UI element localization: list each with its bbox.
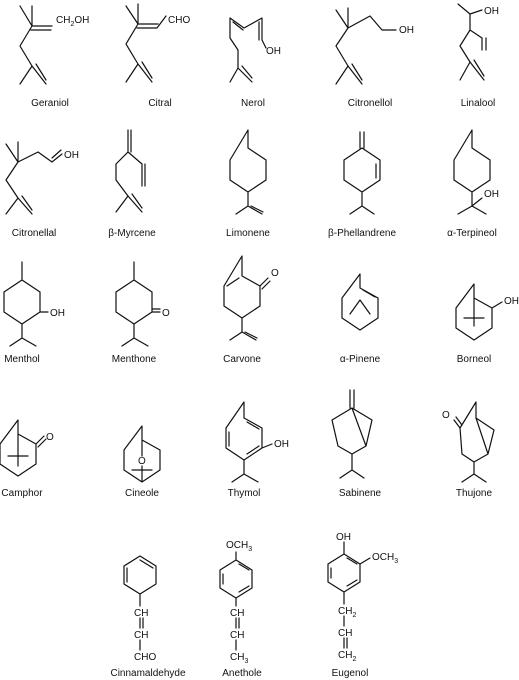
myrcene-skeleton <box>115 129 146 213</box>
linalool-group-oh: OH <box>484 6 499 17</box>
compound-menthol: OH Menthol <box>3 261 65 365</box>
compound-name-anethole: Anethole <box>222 668 262 679</box>
compound-cineole: O Cineole <box>123 425 161 499</box>
compound-citral: CHO Citral <box>125 3 190 109</box>
compound-pinene: α-Pinene <box>340 273 381 365</box>
compound-name-camphor: Camphor <box>1 488 43 499</box>
eugenol-group-ch2-2: CH2 <box>338 650 356 663</box>
eugenol-group-och3: OCH3 <box>372 552 398 565</box>
cineole-group-o: O <box>138 456 146 467</box>
anethole-group-och3: OCH3 <box>226 540 252 553</box>
eugenol-group-oh: OH <box>336 532 351 543</box>
cinnamaldehyde-group-ch-2: CH <box>134 630 148 641</box>
compound-name-eugenol: Eugenol <box>332 668 369 679</box>
citral-skeleton <box>125 3 167 83</box>
terpineol-skeleton <box>453 129 491 215</box>
compound-name-myrcene: β-Myrcene <box>108 228 156 239</box>
nerol-skeleton <box>229 17 267 83</box>
compound-thujone: O Thujone <box>442 401 495 499</box>
pinene-skeleton <box>341 273 379 331</box>
compound-eugenol: OH OCH3 CH2 CH CH2 Eugenol <box>327 532 398 679</box>
compound-name-nerol: Nerol <box>241 98 265 109</box>
eugenol-skeleton <box>327 541 371 649</box>
cineole-skeleton <box>123 425 161 483</box>
compound-name-terpineol: α-Terpineol <box>447 228 497 239</box>
menthone-group-o: O <box>162 308 170 319</box>
compound-name-limonene: Limonene <box>226 228 270 239</box>
borneol-group-oh: OH <box>504 296 519 307</box>
compound-menthone: O Menthone <box>112 261 170 365</box>
compound-nerol: OH Nerol <box>229 17 281 109</box>
borneol-skeleton <box>455 283 503 341</box>
compound-name-citronellal: Citronellal <box>12 228 56 239</box>
citral-group-cho: CHO <box>168 15 190 26</box>
menthol-group-oh: OH <box>50 308 65 319</box>
eugenol-group-ch: CH <box>338 628 352 639</box>
linalool-skeleton <box>457 3 487 81</box>
thujone-skeleton <box>453 401 495 483</box>
compound-name-menthone: Menthone <box>112 354 157 365</box>
terpineol-group-oh: OH <box>484 189 499 200</box>
cinnamaldehyde-group-ch-1: CH <box>134 608 148 619</box>
compound-sabinene: Sabinene <box>331 389 382 499</box>
phellandrene-skeleton <box>343 131 381 215</box>
compound-linalool: OH Linalool <box>457 3 499 109</box>
compound-name-cinnamaldehyde: Cinnamaldehyde <box>110 668 185 679</box>
citronellal-skeleton <box>5 141 63 215</box>
cinnamaldehyde-group-cho: CHO <box>134 652 156 663</box>
compound-name-menthol: Menthol <box>4 354 40 365</box>
thymol-group-oh: OH <box>274 439 289 450</box>
geraniol-skeleton <box>19 5 53 85</box>
compound-name-geraniol: Geraniol <box>31 98 69 109</box>
compound-name-thymol: Thymol <box>228 488 261 499</box>
compound-cinnamaldehyde: CH CH CHO Cinnamaldehyde <box>110 555 186 679</box>
carvone-group-o: O <box>271 268 279 279</box>
thujone-group-o: O <box>442 410 450 421</box>
thymol-skeleton <box>225 401 273 483</box>
menthone-skeleton <box>115 261 161 347</box>
nerol-group-oh: OH <box>266 46 281 57</box>
compound-anethole: OCH3 CH CH CH3 Anethole <box>219 540 262 679</box>
compound-name-phellandrene: β-Phellandrene <box>328 228 396 239</box>
compound-name-sabinene: Sabinene <box>339 488 382 499</box>
compound-phellandrene: β-Phellandrene <box>328 131 396 239</box>
compound-thymol: OH Thymol <box>225 401 289 499</box>
anethole-group-ch-2: CH <box>230 630 244 641</box>
eugenol-group-ch2-1: CH2 <box>338 606 356 619</box>
compound-myrcene: β-Myrcene <box>108 129 156 239</box>
cinnamaldehyde-skeleton <box>123 555 157 651</box>
anethole-group-ch-1: CH <box>230 608 244 619</box>
compound-geraniol: CH2OH Geraniol <box>19 5 89 109</box>
camphor-skeleton <box>0 419 47 477</box>
menthol-skeleton <box>3 261 49 347</box>
camphor-group-o: O <box>46 432 54 443</box>
compound-terpineol: OH α-Terpineol <box>447 129 499 239</box>
citronellol-skeleton <box>335 7 397 85</box>
compound-name-borneol: Borneol <box>457 354 491 365</box>
compound-borneol: OH Borneol <box>455 283 519 365</box>
citronellal-group-oh: OH <box>64 150 79 161</box>
compound-name-citronellol: Citronellol <box>348 98 392 109</box>
compound-name-citral: Citral <box>148 98 171 109</box>
citronellol-group-oh: OH <box>399 25 414 36</box>
anethole-group-ch3: CH3 <box>230 652 248 665</box>
carvone-skeleton <box>223 255 271 341</box>
limonene-skeleton <box>229 129 267 215</box>
compound-name-cineole: Cineole <box>125 488 159 499</box>
compound-name-pinene: α-Pinene <box>340 354 381 365</box>
compound-limonene: Limonene <box>226 129 270 239</box>
sabinene-skeleton <box>331 389 373 479</box>
compound-citronellol: OH Citronellol <box>335 7 414 109</box>
compound-camphor: O Camphor <box>0 419 54 499</box>
compound-citronellal: OH Citronellal <box>5 141 79 239</box>
compound-name-linalool: Linalool <box>461 98 495 109</box>
compound-carvone: O Carvone <box>223 255 279 365</box>
geraniol-group-ch2oh: CH2OH <box>56 15 89 28</box>
compound-name-carvone: Carvone <box>223 354 261 365</box>
compound-name-thujone: Thujone <box>456 488 493 499</box>
anethole-skeleton <box>219 551 253 651</box>
